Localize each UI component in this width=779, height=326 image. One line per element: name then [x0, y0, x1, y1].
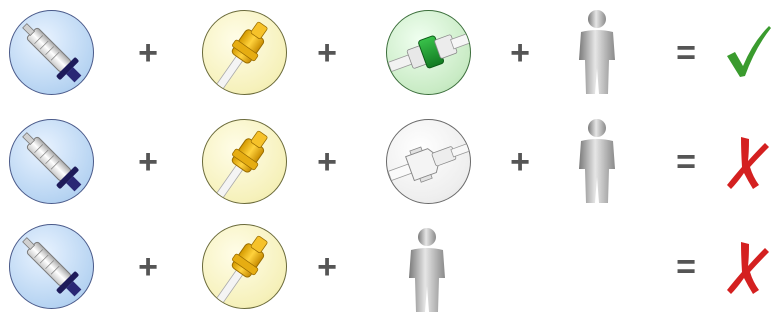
yellow-connector-icon: [202, 224, 287, 309]
yellow-connector-icon: [202, 119, 287, 204]
plus-sign: +: [505, 36, 535, 70]
plus-sign: +: [133, 36, 163, 70]
green-connector-icon: [386, 10, 471, 95]
equals-sign: =: [671, 250, 701, 284]
plus-sign: +: [133, 145, 163, 179]
plus-sign: +: [312, 250, 342, 284]
grey-connector-icon: [386, 119, 471, 204]
plus-sign: +: [312, 145, 342, 179]
check-icon: [723, 22, 773, 82]
row-3: + + =: [0, 218, 779, 318]
syringe-icon: [9, 10, 94, 95]
cross-icon: [723, 131, 773, 191]
plus-sign: +: [505, 145, 535, 179]
equals-sign: =: [671, 145, 701, 179]
plus-sign: +: [133, 250, 163, 284]
patient-icon: [401, 226, 453, 316]
yellow-connector-icon: [202, 10, 287, 95]
equals-sign: =: [671, 36, 701, 70]
row-1: + + +: [0, 4, 779, 104]
patient-icon: [571, 8, 623, 98]
plus-sign: +: [312, 36, 342, 70]
patient-icon: [571, 117, 623, 207]
cross-icon: [723, 236, 773, 296]
syringe-icon: [9, 224, 94, 309]
syringe-icon: [9, 119, 94, 204]
row-2: + + +: [0, 113, 779, 213]
